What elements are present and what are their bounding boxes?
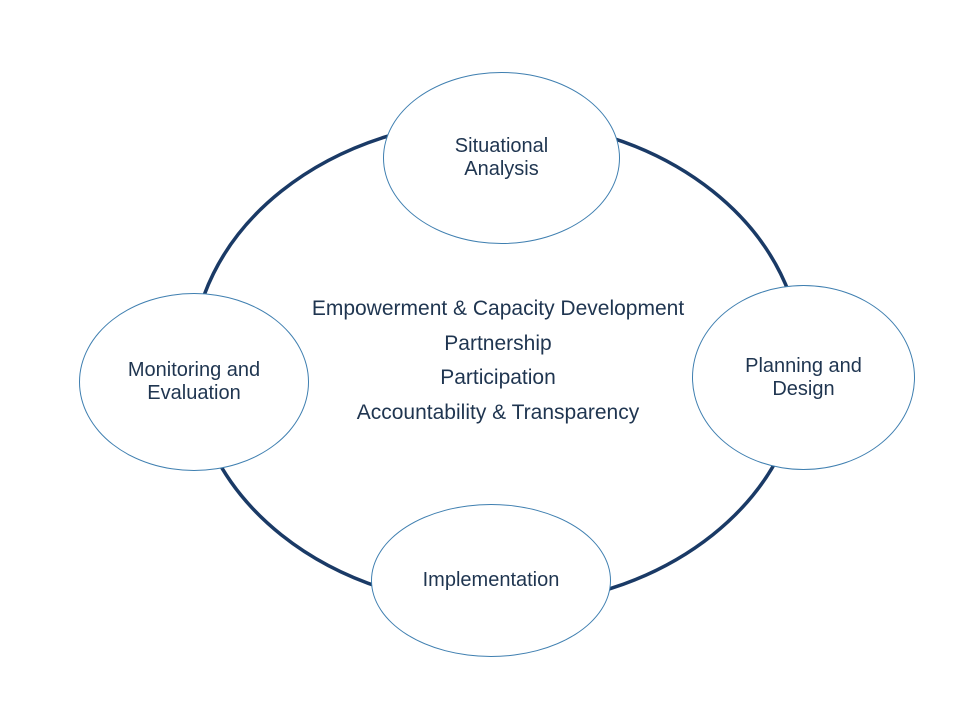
principle-participation: Participation <box>440 366 556 389</box>
stage-situational-analysis: Situational Analysis <box>383 72 620 244</box>
stage-implementation: Implementation <box>371 504 611 657</box>
principles-list: Empowerment & Capacity Development Partn… <box>270 292 726 430</box>
stage-implementation-label: Implementation <box>422 569 560 591</box>
principle-accountability: Accountability & Transparency <box>356 400 640 424</box>
principle-partnership: Partnership <box>444 331 552 355</box>
stage-situational-analysis-label: Situational Analysis <box>454 135 549 180</box>
stage-monitoring-and-evaluation: Monitoring and Evaluation <box>79 293 309 471</box>
stage-monitoring-and-evaluation-label: Monitoring and Evaluation <box>127 359 261 404</box>
principle-empowerment: Empowerment & Capacity Development <box>311 297 685 320</box>
stage-planning-and-design-label: Planning and Design <box>745 354 862 400</box>
stage-planning-and-design: Planning and Design <box>692 285 915 470</box>
